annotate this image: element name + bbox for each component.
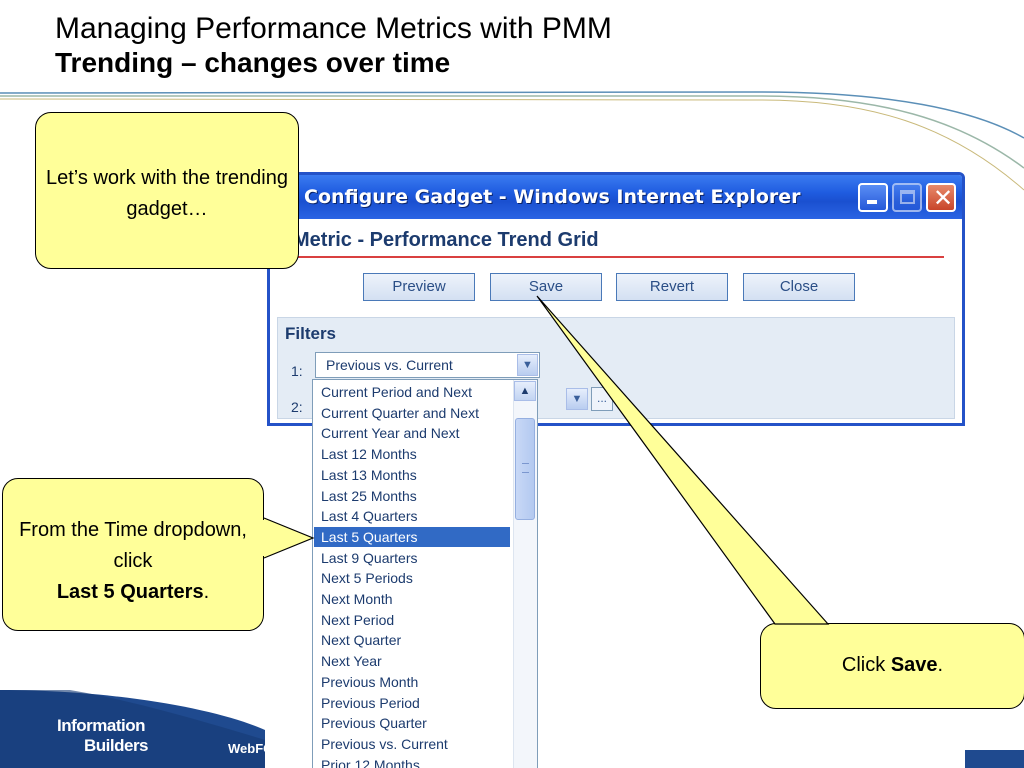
- information-builders-logo: Information Builders: [57, 716, 149, 756]
- close-icon[interactable]: ✕: [926, 183, 956, 212]
- dropdown-scrollbar[interactable]: ▲: [513, 380, 537, 768]
- save-button[interactable]: Save: [490, 273, 602, 301]
- time-filter-dropdown-list[interactable]: Prior 12 Months Previous vs. Current Previ…: [312, 379, 538, 768]
- logo-line2: Builders: [84, 736, 149, 755]
- revert-button[interactable]: Revert: [616, 273, 728, 301]
- callout-select-text: From the Time dropdown, click: [19, 519, 247, 572]
- dropdown-option[interactable]: Current Quarter and Next: [321, 404, 479, 421]
- footer-product-text: WebFO: [228, 741, 274, 756]
- slide-decoration-lines: [0, 91, 1024, 191]
- footer-band: [0, 690, 1024, 768]
- dropdown-option[interactable]: Last 13 Months: [321, 466, 417, 483]
- dropdown-option[interactable]: Last 12 Months: [321, 446, 417, 463]
- dropdown-option[interactable]: Current Period and Next: [321, 384, 472, 400]
- callout-save-text: Click: [841, 654, 886, 676]
- gadget-title-underline: [293, 256, 944, 258]
- callout-save-period: .: [937, 654, 944, 676]
- window-title: Configure Gadget - Windows Internet Expl…: [304, 186, 801, 208]
- callout-select-option: From the Time dropdown, click Last 5 Qua…: [2, 478, 264, 631]
- callout-select-period: .: [203, 581, 210, 603]
- gadget-header: Metric - Performance Trend Grid Preview …: [270, 219, 962, 317]
- filter-2-chevron-down-icon[interactable]: ▼: [566, 388, 588, 410]
- dropdown-option[interactable]: Previous vs. Current: [321, 735, 448, 752]
- dropdown-option[interactable]: Current Year and Next: [321, 425, 460, 442]
- maximize-icon[interactable]: [892, 183, 922, 212]
- logo-line1: Information: [57, 716, 146, 735]
- dropdown-option[interactable]: Next 5 Periods: [321, 570, 413, 587]
- window-titlebar[interactable]: Configure Gadget - Windows Internet Expl…: [270, 175, 962, 219]
- dropdown-option[interactable]: Last 9 Quarters: [321, 549, 418, 566]
- preview-button[interactable]: Preview: [363, 273, 475, 301]
- filters-title: Filters: [285, 324, 337, 343]
- dropdown-option[interactable]: Previous Period: [321, 694, 420, 711]
- dropdown-option[interactable]: Last 4 Quarters: [321, 508, 418, 525]
- dropdown-option[interactable]: Last 25 Months: [321, 487, 417, 504]
- dropdown-option[interactable]: Previous Month: [321, 673, 419, 690]
- slide-title-line2: Trending – changes over time: [55, 47, 451, 78]
- slide-title: Managing Performance Metrics with PMM Tr…: [55, 12, 612, 80]
- filter-1-label: 1:: [291, 363, 303, 379]
- chevron-down-icon[interactable]: ▼: [517, 354, 538, 376]
- close-button[interactable]: Close: [743, 273, 855, 301]
- dropdown-option[interactable]: Next Year: [321, 653, 382, 670]
- callout-pointer-option: [263, 517, 315, 559]
- gadget-title: Metric - Performance Trend Grid: [293, 229, 599, 251]
- dropdown-option[interactable]: Next Quarter: [321, 632, 402, 649]
- callout-click-save: Click Save.: [760, 623, 1024, 709]
- minimize-icon[interactable]: [858, 183, 888, 212]
- slide-title-line1: Managing Performance Metrics with PMM: [55, 12, 612, 45]
- dropdown-option[interactable]: Next Month: [321, 591, 393, 607]
- dropdown-option[interactable]: Previous Quarter: [321, 715, 427, 732]
- dropdown-option[interactable]: Last 5 Quarters: [314, 526, 510, 547]
- filter-2-label: 2:: [291, 399, 303, 415]
- scrollbar-thumb[interactable]: [515, 418, 535, 520]
- dropdown-option[interactable]: Prior 12 Months: [321, 756, 420, 768]
- callout-intro-text: Let’s work with the trending gadget…: [46, 167, 288, 220]
- scroll-up-arrow-icon[interactable]: ▲: [514, 381, 536, 401]
- filter-2-browse-button[interactable]: ...: [591, 387, 613, 411]
- callout-intro: Let’s work with the trending gadget…: [35, 112, 299, 269]
- dropdown-option[interactable]: Next Period: [321, 611, 395, 628]
- callout-select-bold: Last 5 Quarters: [56, 581, 204, 603]
- time-filter-select[interactable]: Previous vs. Current ▼: [315, 352, 540, 378]
- time-filter-value: Previous vs. Current: [326, 357, 453, 373]
- callout-save-bold: Save: [890, 654, 938, 676]
